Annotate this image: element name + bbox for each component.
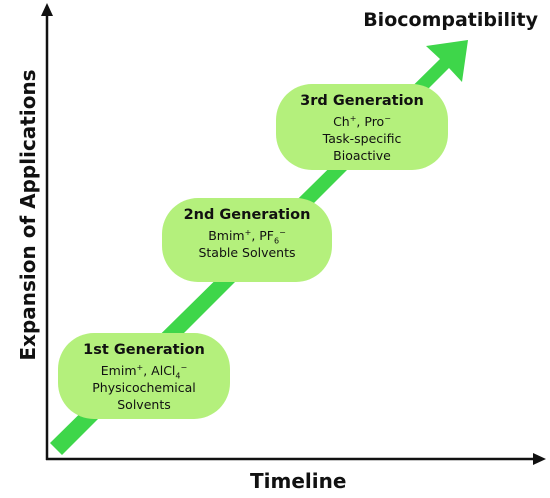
generation-2-ions: Bmim+, PF6− xyxy=(162,227,332,246)
generation-1-anion: AlCl xyxy=(151,363,176,378)
generation-2-description-1: Stable Solvents xyxy=(198,245,296,260)
generation-1-pill: 1st Generation Emim+, AlCl4− Physicochem… xyxy=(58,333,230,419)
generation-1-anion-charge: − xyxy=(180,362,188,372)
generation-1-ions: Emim+, AlCl4− xyxy=(58,362,230,381)
generation-3-separator: , xyxy=(356,114,365,129)
generation-1-cation: Emim xyxy=(100,363,137,378)
generation-3-title: 3rd Generation xyxy=(300,93,424,109)
generation-2-anion: PF xyxy=(259,228,274,243)
generation-3-cation-charge: + xyxy=(349,113,357,123)
generation-2-pill: 2nd Generation Bmim+, PF6− Stable Solven… xyxy=(162,198,332,282)
biocompatibility-label: Biocompatibility xyxy=(363,9,538,31)
generation-2-title: 2nd Generation xyxy=(183,207,311,223)
generation-3-description-1: Task-specific xyxy=(322,131,402,146)
generation-3-cation: Ch xyxy=(333,114,350,129)
generation-3-anion-charge: − xyxy=(384,113,391,123)
generation-3-ions: Ch+, Pro− xyxy=(276,113,448,130)
generation-2-separator: , xyxy=(251,228,260,243)
generation-1-description-1: Physicochemical xyxy=(92,380,196,395)
generation-3-pill: 3rd Generation Ch+, Pro− Task-specific B… xyxy=(276,84,448,170)
y-axis-label: Expansion of Applications xyxy=(16,69,40,361)
generation-2-anion-subscript: 6 xyxy=(274,236,280,246)
generation-3-description-2: Bioactive xyxy=(333,148,391,163)
generation-1-cation-charge: + xyxy=(136,362,144,372)
generation-2-cation-charge: + xyxy=(244,227,252,237)
generation-1-anion-subscript: 4 xyxy=(175,371,181,381)
generation-3-anion: Pro xyxy=(364,114,385,129)
x-axis-label: Timeline xyxy=(250,469,347,493)
generation-1-separator: , xyxy=(143,363,152,378)
y-axis-arrowhead xyxy=(41,3,53,16)
generation-1-description-2: Solvents xyxy=(117,397,171,412)
generation-2-anion-charge: − xyxy=(279,227,286,237)
generation-2-cation: Bmim xyxy=(208,228,245,243)
generation-1-title: 1st Generation xyxy=(83,342,205,358)
x-axis-arrowhead xyxy=(533,453,546,465)
